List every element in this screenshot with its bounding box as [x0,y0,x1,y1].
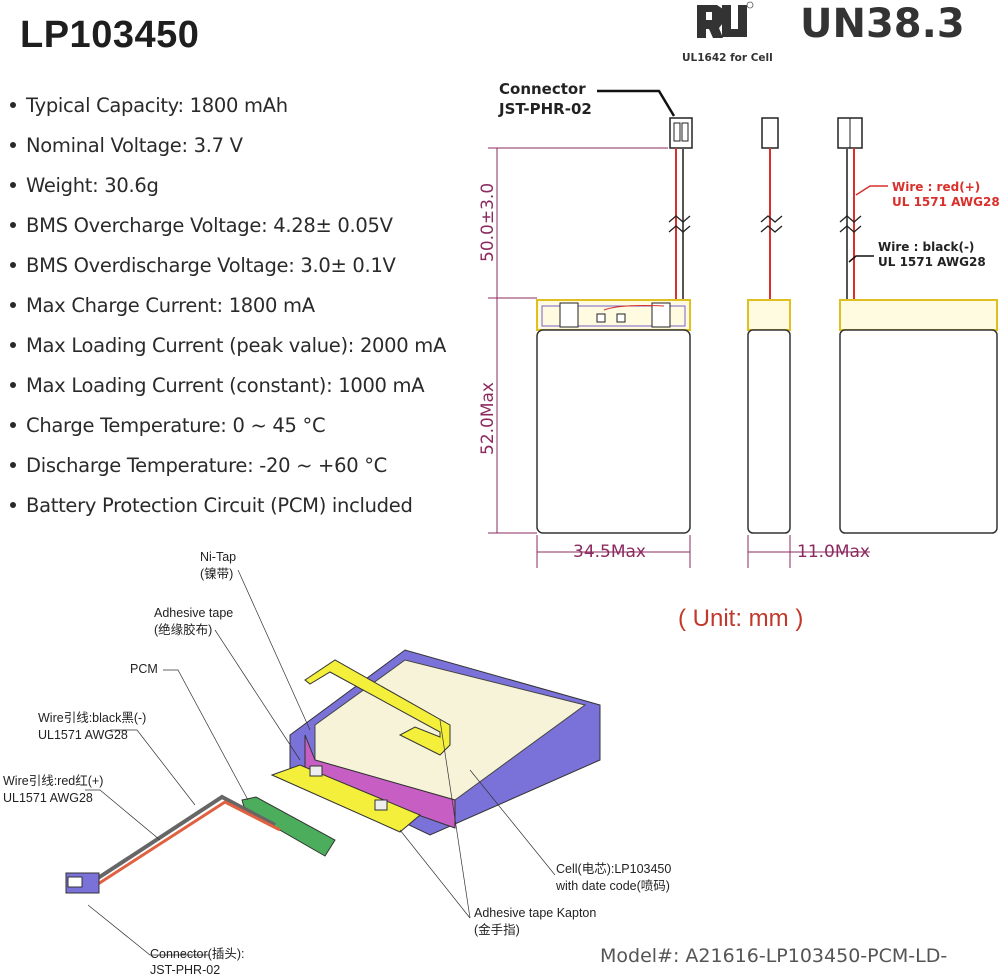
spec-text: Discharge Temperature: -20 ~ +60 °C [26,454,387,477]
leader-line [597,89,676,117]
dim-height: 52.0Max [478,382,498,455]
spec-text: Battery Protection Circuit (PCM) include… [26,494,413,517]
spec-text: Max Loading Current (peak value): 2000 m… [26,334,447,357]
spec-item: Battery Protection Circuit (PCM) include… [6,490,446,530]
spec-item: BMS Overcharge Voltage: 4.28± 0.05V [6,210,446,250]
page-title: LP103450 [20,14,200,56]
wire-red-exploded-spec: UL1571 AWG28 [3,791,93,805]
spec-text: Nominal Voltage: 3.7 V [26,134,243,157]
connector-icon [669,117,693,149]
bullet-icon [10,382,16,388]
spec-text: Charge Temperature: 0 ~ 45 °C [26,414,326,437]
ni-tap-cn-label: (镍带) [200,567,233,581]
dimension-lines [488,147,870,568]
bullet-icon [10,102,16,108]
kapton-label: Adhesive tape Kapton [474,906,596,920]
wire-red-exploded-label: Wire引线:red红(+) [3,773,103,788]
cell-label: Cell(电芯):LP103450 [556,862,671,876]
bullet-icon [10,422,16,428]
kapton-cn-label: (金手指) [474,922,520,937]
front-view [536,117,693,534]
spec-item: Discharge Temperature: -20 ~ +60 °C [6,450,446,490]
side-view [747,117,791,534]
spec-text: Weight: 30.6g [26,174,159,197]
spec-text: Typical Capacity: 1800 mAh [26,94,288,117]
bullet-icon [10,342,16,348]
wire-black-exploded-label: Wire引线:black黑(-) [38,711,146,725]
bullet-icon [10,142,16,148]
dim-wire-length: 50.0±3.0 [478,183,498,262]
ul-caption: UL1642 for Cell [682,52,773,64]
spec-text: Max Loading Current (constant): 1000 mA [26,374,425,397]
ul-logo: UL1642 for Cell [682,1,773,64]
spec-text: BMS Overcharge Voltage: 4.28± 0.05V [26,214,393,237]
spec-text: Max Charge Current: 1800 mA [26,294,315,317]
unit-label: ( Unit: mm ) [678,605,803,632]
wire-black-exploded-spec: UL1571 AWG28 [38,728,128,742]
spec-item: Max Charge Current: 1800 mA [6,290,446,330]
wire-black-spec: UL 1571 AWG28 [878,255,986,269]
spec-item: Charge Temperature: 0 ~ 45 °C [6,410,446,450]
wire-red-label: Wire : red(+) [892,180,980,194]
adhesive-tape-cn-label: (绝缘胶布) [154,622,212,637]
un383-mark: UN38.3 [800,1,965,47]
connector-exploded-label: Connector(插头): [150,947,244,961]
callout-lines [85,569,556,956]
spec-item: Typical Capacity: 1800 mAh [6,90,446,130]
dim-thickness: 11.0Max [797,542,870,562]
pcm-label: PCM [130,662,158,676]
spec-item: Max Loading Current (constant): 1000 mA [6,370,446,410]
spec-item: Weight: 30.6g [6,170,446,210]
connector-exploded-model: JST-PHR-02 [150,963,220,977]
wire-black-label: Wire : black(-) [878,240,974,254]
dim-width: 34.5Max [573,542,646,562]
bullet-icon [10,182,16,188]
connector-label: Connector [499,80,586,98]
spec-item: BMS Overdischarge Voltage: 3.0± 0.1V [6,250,446,290]
bullet-icon [10,462,16,468]
back-view [837,117,998,534]
bullet-icon [10,262,16,268]
connector-model-label: JST-PHR-02 [498,100,592,118]
bullet-icon [10,222,16,228]
wire-red-spec: UL 1571 AWG28 [892,195,1000,209]
adhesive-tape-label: Adhesive tape [154,606,233,620]
model-number: Model#: A21616-LP103450-PCM-LD- [600,945,947,967]
bullet-icon [10,302,16,308]
exploded-view [65,649,601,894]
cell-note: with date code(喷码) [555,879,670,893]
spec-text: BMS Overdischarge Voltage: 3.0± 0.1V [26,254,396,277]
spec-item: Nominal Voltage: 3.7 V [6,130,446,170]
ni-tap-label: Ni-Tap [200,550,236,564]
spec-list: Typical Capacity: 1800 mAh Nominal Volta… [6,90,446,530]
spec-item: Max Loading Current (peak value): 2000 m… [6,330,446,370]
bullet-icon [10,502,16,508]
